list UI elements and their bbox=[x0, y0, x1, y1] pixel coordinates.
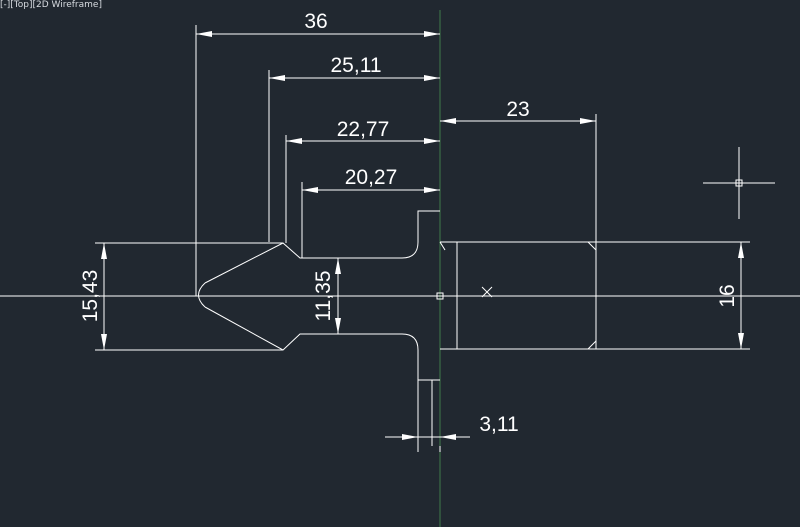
dimension-16[interactable] bbox=[596, 241, 750, 350]
part-outline[interactable] bbox=[198, 210, 597, 446]
viewport-controls-label[interactable]: [-][Top][2D Wireframe] bbox=[0, 0, 102, 10]
dimension-25-11[interactable] bbox=[268, 70, 440, 242]
dim-text-3-11[interactable]: 3,11 bbox=[479, 413, 518, 436]
origin-marker[interactable] bbox=[436, 292, 444, 300]
dim-text-16[interactable]: 16 bbox=[716, 284, 739, 307]
dim-text-36[interactable]: 36 bbox=[304, 10, 327, 33]
dimension-22-77[interactable] bbox=[285, 135, 440, 243]
dimension-36[interactable] bbox=[195, 25, 440, 296]
dimension-15-43[interactable] bbox=[95, 242, 283, 351]
dim-text-11-35[interactable]: 11,35 bbox=[312, 271, 335, 322]
dimension-11-35[interactable] bbox=[335, 258, 341, 334]
center-point-cross[interactable] bbox=[481, 286, 493, 298]
dim-text-23[interactable]: 23 bbox=[506, 98, 529, 121]
dimension-3-11[interactable] bbox=[385, 434, 470, 452]
dimension-20-27[interactable] bbox=[301, 182, 440, 258]
dim-text-15-43[interactable]: 15,43 bbox=[79, 270, 102, 323]
crosshair-cursor bbox=[703, 147, 775, 219]
dim-text-20-27[interactable]: 20,27 bbox=[345, 166, 398, 189]
dimension-23[interactable] bbox=[440, 114, 597, 242]
dim-text-25-11[interactable]: 25,11 bbox=[331, 54, 382, 77]
dim-text-22-77[interactable]: 22,77 bbox=[337, 118, 390, 141]
